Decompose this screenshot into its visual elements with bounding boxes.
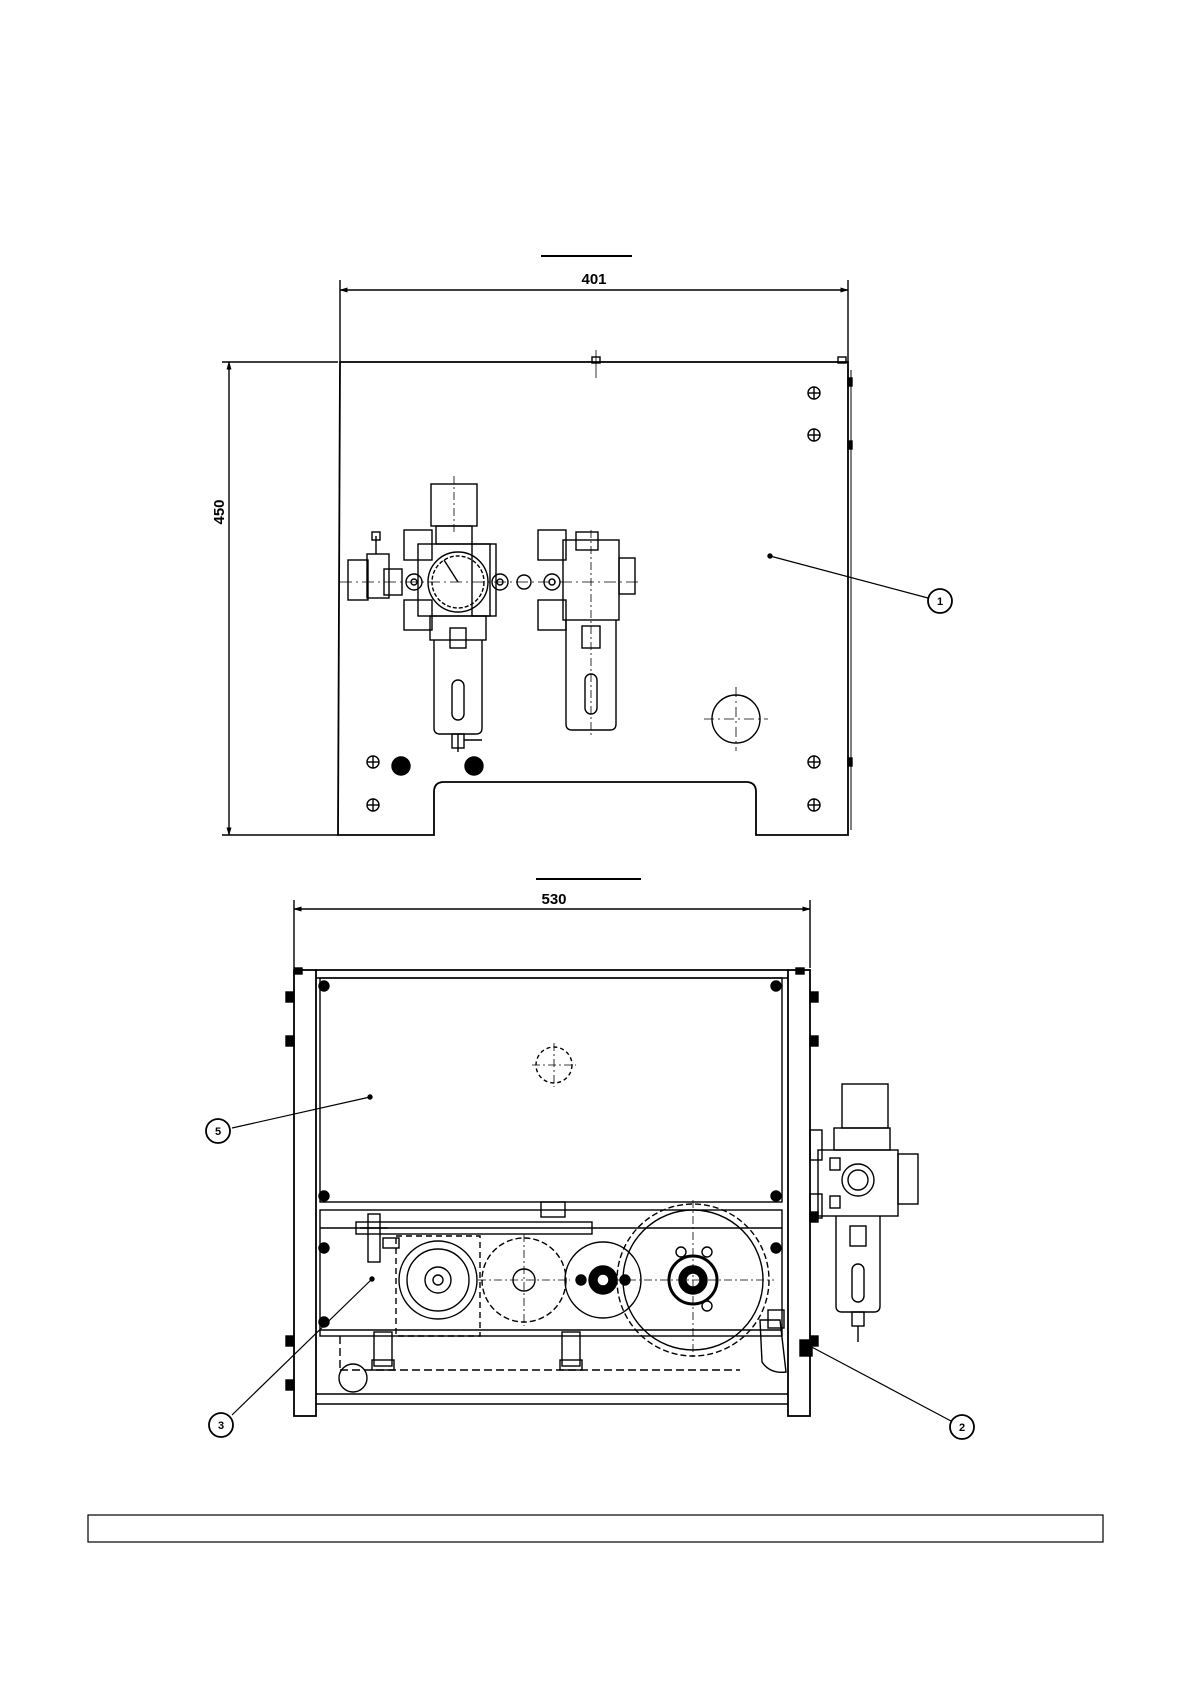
upper-cover-panel (320, 978, 782, 1202)
front-view: 530 (232, 879, 951, 1421)
external-filter-regulator (810, 1084, 918, 1342)
gear-2 (478, 1234, 570, 1326)
height-dimension-line (222, 362, 338, 835)
lubricator-unit (538, 530, 635, 735)
lower-mounts (339, 1332, 582, 1392)
filter-regulator-unit (348, 476, 531, 752)
width-dimension-line (340, 280, 848, 362)
callout-5: 5 (206, 1119, 230, 1143)
width-dimension-label-2: 530 (541, 891, 566, 908)
callout-1: 1 (928, 589, 952, 613)
gear-1 (396, 1236, 480, 1336)
height-dimension-label: 450 (211, 499, 228, 524)
width-dimension-label: 401 (581, 271, 606, 288)
caption-box (88, 1515, 1103, 1542)
callout-2: 2 (950, 1415, 974, 1439)
svg-text:3: 3 (218, 1420, 224, 1432)
svg-text:5: 5 (215, 1126, 221, 1138)
valve-bracket (760, 1310, 812, 1372)
svg-text:1: 1 (937, 596, 943, 608)
left-frame-post (294, 970, 316, 1416)
width-dimension-line-2 (294, 900, 810, 968)
bolt-holes (367, 387, 820, 811)
top-panel-outline (338, 362, 848, 835)
top-view: 401 450 (211, 256, 928, 835)
svg-text:2: 2 (959, 1422, 965, 1434)
callout-3: 3 (209, 1413, 233, 1437)
post-bolts (286, 968, 818, 1390)
gearbox-panel (320, 1210, 782, 1336)
lever-assembly (356, 1214, 592, 1262)
